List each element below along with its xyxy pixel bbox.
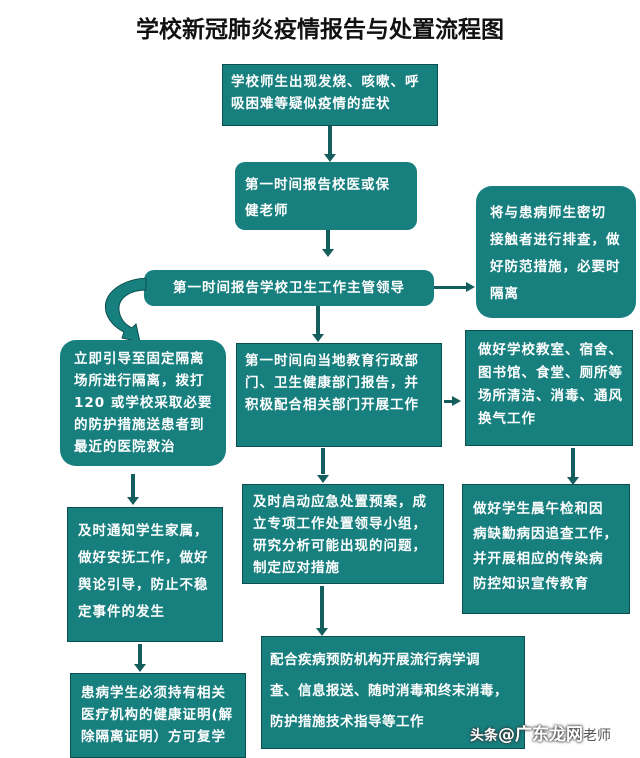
node-emergency-plan: 及时启动应急处置预案，成 立专项工作处置领导小组， 研究分析可能出现的问题， 制… xyxy=(242,484,444,584)
node-report-authorities-line-3: 积极配合相关部门开展工作 xyxy=(245,397,419,413)
watermark: 头条@广东龙网老师 xyxy=(470,720,611,745)
node-isolate-line-2: 场所进行隔离，拨打 xyxy=(74,373,205,389)
arrowhead-icon xyxy=(324,154,336,162)
node-isolate-line-4: 的防护措施送患者到 xyxy=(74,417,205,433)
node-notify-family-line-2: 做好安抚工作，做好 xyxy=(78,550,209,566)
node-close-contacts-line-4: 隔离 xyxy=(490,286,519,302)
arrowhead-icon xyxy=(127,497,139,505)
node-close-contacts-line-3: 好防范措施，必要时 xyxy=(490,259,621,275)
node-report-doctor-line-1: 第一时间报告校医或保 xyxy=(245,177,390,193)
arrow-family-to-return xyxy=(138,644,142,666)
node-report-authorities: 第一时间向当地教育行政部 门、卫生健康部门报告，并 积极配合相关部门开展工作 xyxy=(236,343,442,447)
node-report-leader: 第一时间报告学校卫生工作主管领导 xyxy=(144,270,434,306)
node-close-contacts-line-1: 将与患病师生密切 xyxy=(490,205,606,221)
node-disinfect-line-3: 场所清洁、消毒、通风 xyxy=(478,388,623,404)
arrowhead-icon xyxy=(452,396,461,406)
arrowhead-icon xyxy=(317,475,329,483)
arrow-disinfect-to-morning xyxy=(571,448,575,478)
curved-arrow-icon xyxy=(104,278,147,343)
node-emergency-plan-line-2: 立专项工作处置领导小组， xyxy=(253,516,427,532)
node-disinfect-line-4: 换气工作 xyxy=(478,411,536,427)
node-notify-family-line-1: 及时通知学生家属， xyxy=(78,523,209,539)
watermark-suffix: 老师 xyxy=(583,728,611,744)
arrow-authorities-to-disinfect xyxy=(444,400,454,403)
arrow-doctor-to-leader xyxy=(326,230,330,250)
node-notify-family-line-4: 定事件的发生 xyxy=(78,604,165,620)
node-emergency-plan-line-3: 研究分析可能出现的问题， xyxy=(253,538,427,554)
arrowhead-icon xyxy=(134,664,146,672)
arrowhead-icon xyxy=(312,334,324,342)
node-symptoms: 学校师生出现发烧、咳嗽、呼 吸困难等疑似疫情的症状 xyxy=(222,64,438,126)
node-return-school: 患病学生必须持有相关 医疗机构的健康证明(解 除隔离证明）方可复学 xyxy=(70,673,246,758)
node-symptoms-line-2: 吸困难等疑似疫情的症状 xyxy=(231,96,391,112)
node-morning-check-line-3: 并开展相应的传染病 xyxy=(473,551,604,567)
node-isolate-line-3: 120 或学校采取必要 xyxy=(74,395,213,411)
node-report-doctor: 第一时间报告校医或保 健老师 xyxy=(235,162,417,230)
node-return-school-line-3: 除隔离证明）方可复学 xyxy=(81,729,226,745)
node-morning-check-line-1: 做好学生晨午检和因 xyxy=(473,501,604,517)
node-return-school-line-1: 患病学生必须持有相关 xyxy=(81,685,226,701)
node-disinfect-line-1: 做好学校教室、宿舍、 xyxy=(478,342,623,358)
watermark-brand: @广东龙网 xyxy=(498,725,583,745)
node-report-leader-line-1: 第一时间报告学校卫生工作主管领导 xyxy=(173,280,405,296)
arrow-authorities-to-plan xyxy=(321,448,325,474)
node-close-contacts-line-2: 接触者进行排查，做 xyxy=(490,232,621,248)
watermark-prefix: 头条 xyxy=(470,728,498,744)
node-morning-check-line-4: 防控知识宣传教育 xyxy=(473,576,589,592)
node-symptoms-line-1: 学校师生出现发烧、咳嗽、呼 xyxy=(231,74,420,90)
node-report-doctor-line-2: 健老师 xyxy=(245,203,289,219)
arrow-plan-to-cdc xyxy=(320,586,324,630)
node-isolate-line-5: 最近的医院救治 xyxy=(74,439,176,455)
arrowhead-icon xyxy=(322,249,334,257)
node-morning-check: 做好学生晨午检和因 病缺勤病因追查工作， 并开展相应的传染病 防控知识宣传教育 xyxy=(462,484,630,614)
node-close-contacts: 将与患病师生密切 接触者进行排查，做 好防范措施，必要时 隔离 xyxy=(476,186,636,318)
node-report-authorities-line-2: 门、卫生健康部门报告，并 xyxy=(245,375,419,391)
arrow-leader-to-contacts xyxy=(434,286,468,289)
node-emergency-plan-line-1: 及时启动应急处置预案，成 xyxy=(253,494,427,510)
node-notify-family: 及时通知学生家属， 做好安抚工作，做好 舆论引导，防止不稳 定事件的发生 xyxy=(67,507,223,642)
arrowhead-icon xyxy=(316,628,328,636)
node-cdc-cooperate: 配合疾病预防机构开展流行病学调 查、信息报送、随时消毒和终末消毒， 防护措施技术… xyxy=(261,636,525,749)
page-title: 学校新冠肺炎疫情报告与处置流程图 xyxy=(136,16,504,43)
arrow-isolate-to-family xyxy=(131,474,135,498)
arrow-leader-to-authorities xyxy=(316,306,320,336)
arrowhead-icon xyxy=(567,477,579,485)
node-emergency-plan-line-4: 制定应对措施 xyxy=(253,560,340,576)
node-isolate-line-1: 立即引导至固定隔离 xyxy=(74,351,205,367)
node-cdc-cooperate-line-3: 防护措施技术指导等工作 xyxy=(270,714,424,730)
arrowhead-icon xyxy=(466,282,475,292)
node-isolate: 立即引导至固定隔离 场所进行隔离，拨打 120 或学校采取必要 的防护措施送患者… xyxy=(60,340,226,466)
node-return-school-line-2: 医疗机构的健康证明(解 xyxy=(81,707,234,723)
node-report-authorities-line-1: 第一时间向当地教育行政部 xyxy=(245,353,419,369)
node-notify-family-line-3: 舆论引导，防止不稳 xyxy=(78,577,209,593)
node-cdc-cooperate-line-1: 配合疾病预防机构开展流行病学调 xyxy=(270,652,480,668)
node-disinfect-line-2: 图书馆、食堂、厕所等 xyxy=(478,365,623,381)
node-morning-check-line-2: 病缺勤病因追查工作， xyxy=(473,526,618,542)
node-cdc-cooperate-line-2: 查、信息报送、随时消毒和终末消毒， xyxy=(270,683,508,699)
node-disinfect: 做好学校教室、宿舍、 图书馆、食堂、厕所等 场所清洁、消毒、通风 换气工作 xyxy=(465,330,633,446)
arrow-symptoms-to-doctor xyxy=(328,126,332,154)
